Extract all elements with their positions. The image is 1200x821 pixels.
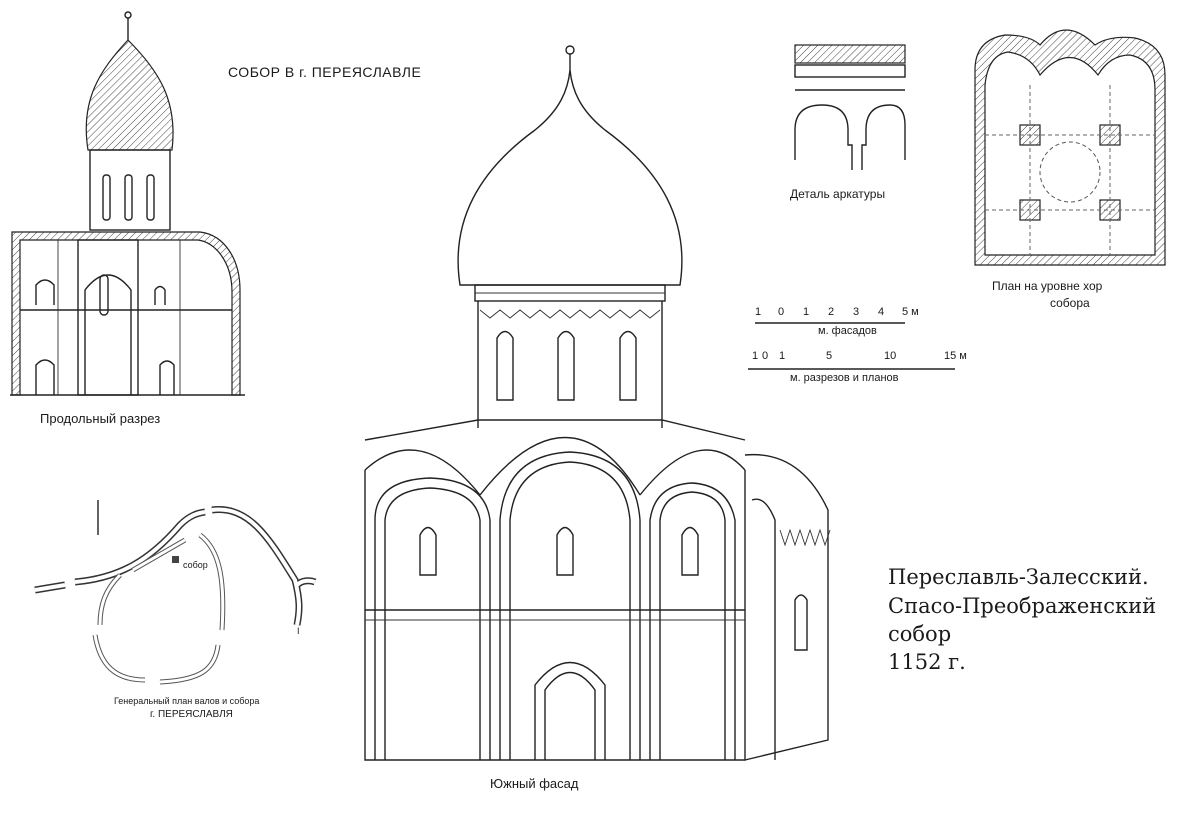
scale-bars xyxy=(748,322,955,370)
scale-tick: 1 xyxy=(752,350,759,362)
scale-tick: 0 xyxy=(778,306,785,318)
scale-tick: 2 xyxy=(828,306,835,318)
choir-level-plan-drawing xyxy=(974,29,1166,266)
general-plan-caption-line1: Генеральный план валов и собора xyxy=(114,696,260,706)
scale-tick: 4 xyxy=(878,306,885,318)
scale-tick: 3 xyxy=(853,306,860,318)
plan-marker: I xyxy=(297,626,300,636)
scale-tick: 15 м xyxy=(944,350,967,362)
sheet-title: СОБОР В г. ПЕРЕЯСЛАВЛЕ xyxy=(228,64,422,80)
scale-tick: 1 xyxy=(803,306,810,318)
longitudinal-section-drawing xyxy=(10,11,245,396)
plan-caption-line2: собора xyxy=(1050,296,1090,310)
inscription-line: Переславль-Залесский. xyxy=(888,565,1149,589)
arcature-caption: Деталь аркатуры xyxy=(790,187,886,201)
arcature-detail-drawing xyxy=(794,44,906,170)
general-plan-caption-line2: г. ПЕРЕЯСЛАВЛЯ xyxy=(150,709,233,720)
section-caption: Продольный разрез xyxy=(40,411,161,426)
scale-tick: 0 xyxy=(762,350,769,362)
inscription-line: Спасо-Преображенский xyxy=(888,594,1157,618)
inscription-line: 1152 г. xyxy=(888,650,966,674)
scale-tick: 1 xyxy=(779,350,786,362)
plan-caption-line1: План на уровне хор xyxy=(992,279,1103,293)
general-plan-drawing xyxy=(34,500,317,685)
scale-label: м. фасадов xyxy=(818,325,877,337)
south-facade-drawing xyxy=(364,45,831,761)
inscription-line: собор xyxy=(888,622,952,646)
cathedral-label: собор xyxy=(183,560,208,570)
scale-label: м. разрезов и планов xyxy=(790,372,899,384)
scale-tick: 10 xyxy=(884,350,897,362)
scale-tick: 5 xyxy=(826,350,833,362)
scale-tick: 1 xyxy=(755,306,762,318)
scale-tick: 5 м xyxy=(902,306,919,318)
facade-caption: Южный фасад xyxy=(490,776,579,791)
